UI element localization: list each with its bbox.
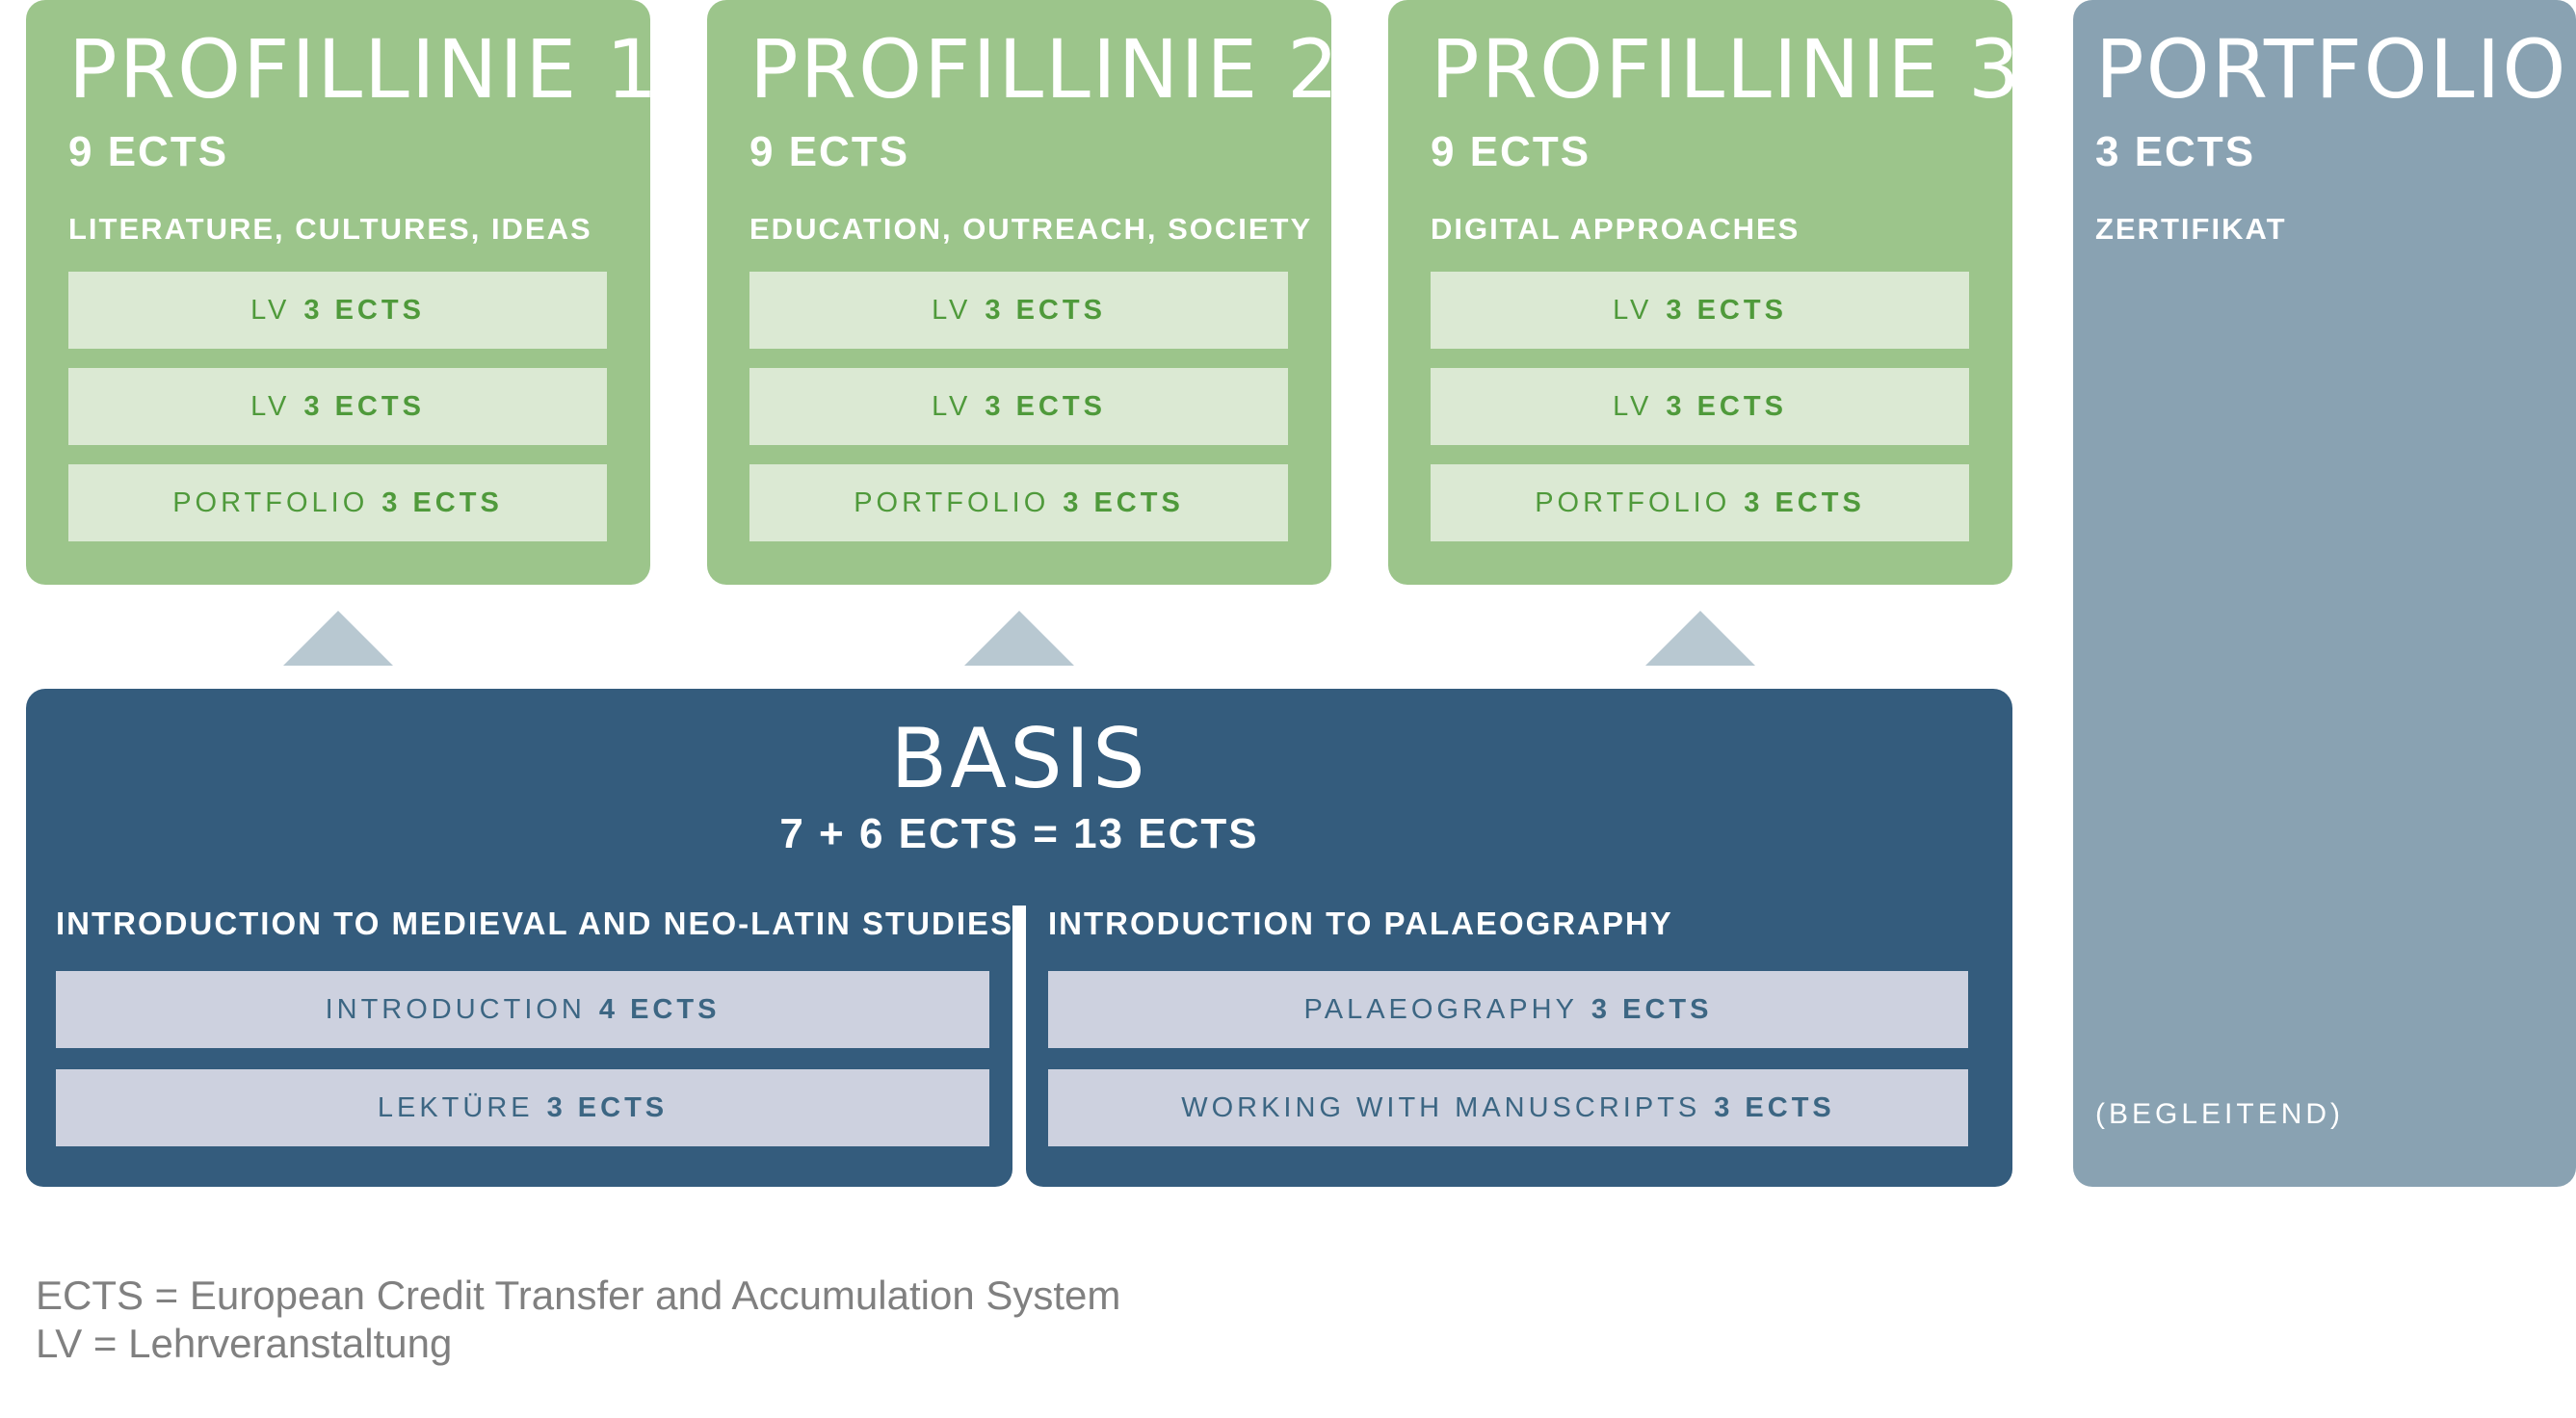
basis-title: BASIS bbox=[890, 711, 1148, 807]
course-label: LV bbox=[1613, 294, 1653, 326]
course-label: LV bbox=[1613, 390, 1653, 422]
course-ects: 3 ECTS bbox=[1714, 1091, 1835, 1123]
basis-left-heading: INTRODUCTION TO MEDIEVAL AND NEO-LATIN S… bbox=[56, 906, 1014, 941]
footnote-lv: LV = Lehrveranstaltung bbox=[36, 1321, 453, 1366]
course-label: LV bbox=[932, 390, 972, 422]
arrow-up-icon bbox=[1645, 611, 1755, 666]
portfolio-subtitle: ZERTIFIKAT bbox=[2095, 212, 2287, 246]
course-row: PORTFOLIO 3 ECTS bbox=[749, 464, 1288, 541]
profile-card-1: PROFILLINIE 1 9 ECTS LITERATURE, CULTURE… bbox=[26, 0, 657, 585]
course-ects: 3 ECTS bbox=[303, 390, 425, 422]
course-row: LV 3 ECTS bbox=[1431, 272, 1969, 349]
course-row: PALAEOGRAPHY 3 ECTS bbox=[1048, 971, 1968, 1048]
course-label: LV bbox=[932, 294, 972, 326]
course-ects: 3 ECTS bbox=[985, 294, 1106, 326]
basis-header-panel bbox=[26, 689, 2012, 906]
course-ects: 3 ECTS bbox=[1063, 486, 1184, 518]
portfolio-column bbox=[2073, 0, 2576, 1187]
profile-subtitle: LITERATURE, CULTURES, IDEAS bbox=[68, 212, 592, 246]
portfolio-note: (BEGLEITEND) bbox=[2095, 1098, 2345, 1130]
course-ects: 3 ECTS bbox=[985, 390, 1106, 422]
course-row: PORTFOLIO 3 ECTS bbox=[1431, 464, 1969, 541]
profile-title: PROFILLINIE 3 bbox=[1431, 22, 2022, 117]
course-label: PORTFOLIO bbox=[172, 486, 369, 518]
profile-ects: 9 ECTS bbox=[749, 128, 910, 175]
course-ects: 3 ECTS bbox=[1590, 993, 1713, 1025]
profile-subtitle: EDUCATION, OUTREACH, SOCIETY bbox=[749, 212, 1313, 246]
course-row: LEKTÜRE 3 ECTS bbox=[56, 1069, 989, 1146]
profile-subtitle: DIGITAL APPROACHES bbox=[1431, 212, 1801, 246]
profile-ects: 9 ECTS bbox=[68, 128, 229, 175]
course-label: PALAEOGRAPHY bbox=[1303, 993, 1578, 1025]
course-ects: 3 ECTS bbox=[546, 1091, 669, 1123]
basis-right-heading: INTRODUCTION TO PALAEOGRAPHY bbox=[1048, 906, 1673, 941]
course-ects: 3 ECTS bbox=[381, 486, 503, 518]
course-ects: 3 ECTS bbox=[1666, 390, 1787, 422]
profile-title: PROFILLINIE 2 bbox=[749, 22, 1341, 117]
course-label: LEKTÜRE bbox=[377, 1091, 534, 1123]
course-row: LV 3 ECTS bbox=[68, 368, 607, 445]
profile-ects: 9 ECTS bbox=[1431, 128, 1591, 175]
portfolio-ects: 3 ECTS bbox=[2095, 128, 2256, 175]
course-row: INTRODUCTION 4 ECTS bbox=[56, 971, 989, 1048]
profile-title: PROFILLINIE 1 bbox=[68, 22, 660, 117]
basis-ects-sum: 7 + 6 ECTS = 13 ECTS bbox=[779, 810, 1259, 857]
course-label: INTRODUCTION bbox=[325, 993, 586, 1025]
profile-card-3: PROFILLINIE 3 9 ECTS DIGITAL APPROACHES … bbox=[1388, 0, 2019, 585]
course-label: PORTFOLIO bbox=[1535, 486, 1731, 518]
course-row: LV 3 ECTS bbox=[749, 368, 1288, 445]
course-label: LV bbox=[250, 294, 291, 326]
footnote-ects: ECTS = European Credit Transfer and Accu… bbox=[36, 1273, 1121, 1318]
course-row: PORTFOLIO 3 ECTS bbox=[68, 464, 607, 541]
course-row: LV 3 ECTS bbox=[1431, 368, 1969, 445]
course-ects: 4 ECTS bbox=[598, 993, 721, 1025]
course-label: PORTFOLIO bbox=[854, 486, 1050, 518]
course-label: LV bbox=[250, 390, 291, 422]
course-row: LV 3 ECTS bbox=[749, 272, 1288, 349]
course-ects: 3 ECTS bbox=[303, 294, 425, 326]
course-label: WORKING WITH MANUSCRIPTS bbox=[1181, 1091, 1701, 1123]
arrow-up-icon bbox=[964, 611, 1074, 666]
course-row: LV 3 ECTS bbox=[68, 272, 607, 349]
course-ects: 3 ECTS bbox=[1744, 486, 1865, 518]
portfolio-title: PORTFOLIO bbox=[2095, 22, 2568, 117]
arrow-up-icon bbox=[283, 611, 393, 666]
course-row: WORKING WITH MANUSCRIPTS 3 ECTS bbox=[1048, 1069, 1968, 1146]
profile-card-2: PROFILLINIE 2 9 ECTS EDUCATION, OUTREACH… bbox=[707, 0, 1338, 585]
course-ects: 3 ECTS bbox=[1666, 294, 1787, 326]
